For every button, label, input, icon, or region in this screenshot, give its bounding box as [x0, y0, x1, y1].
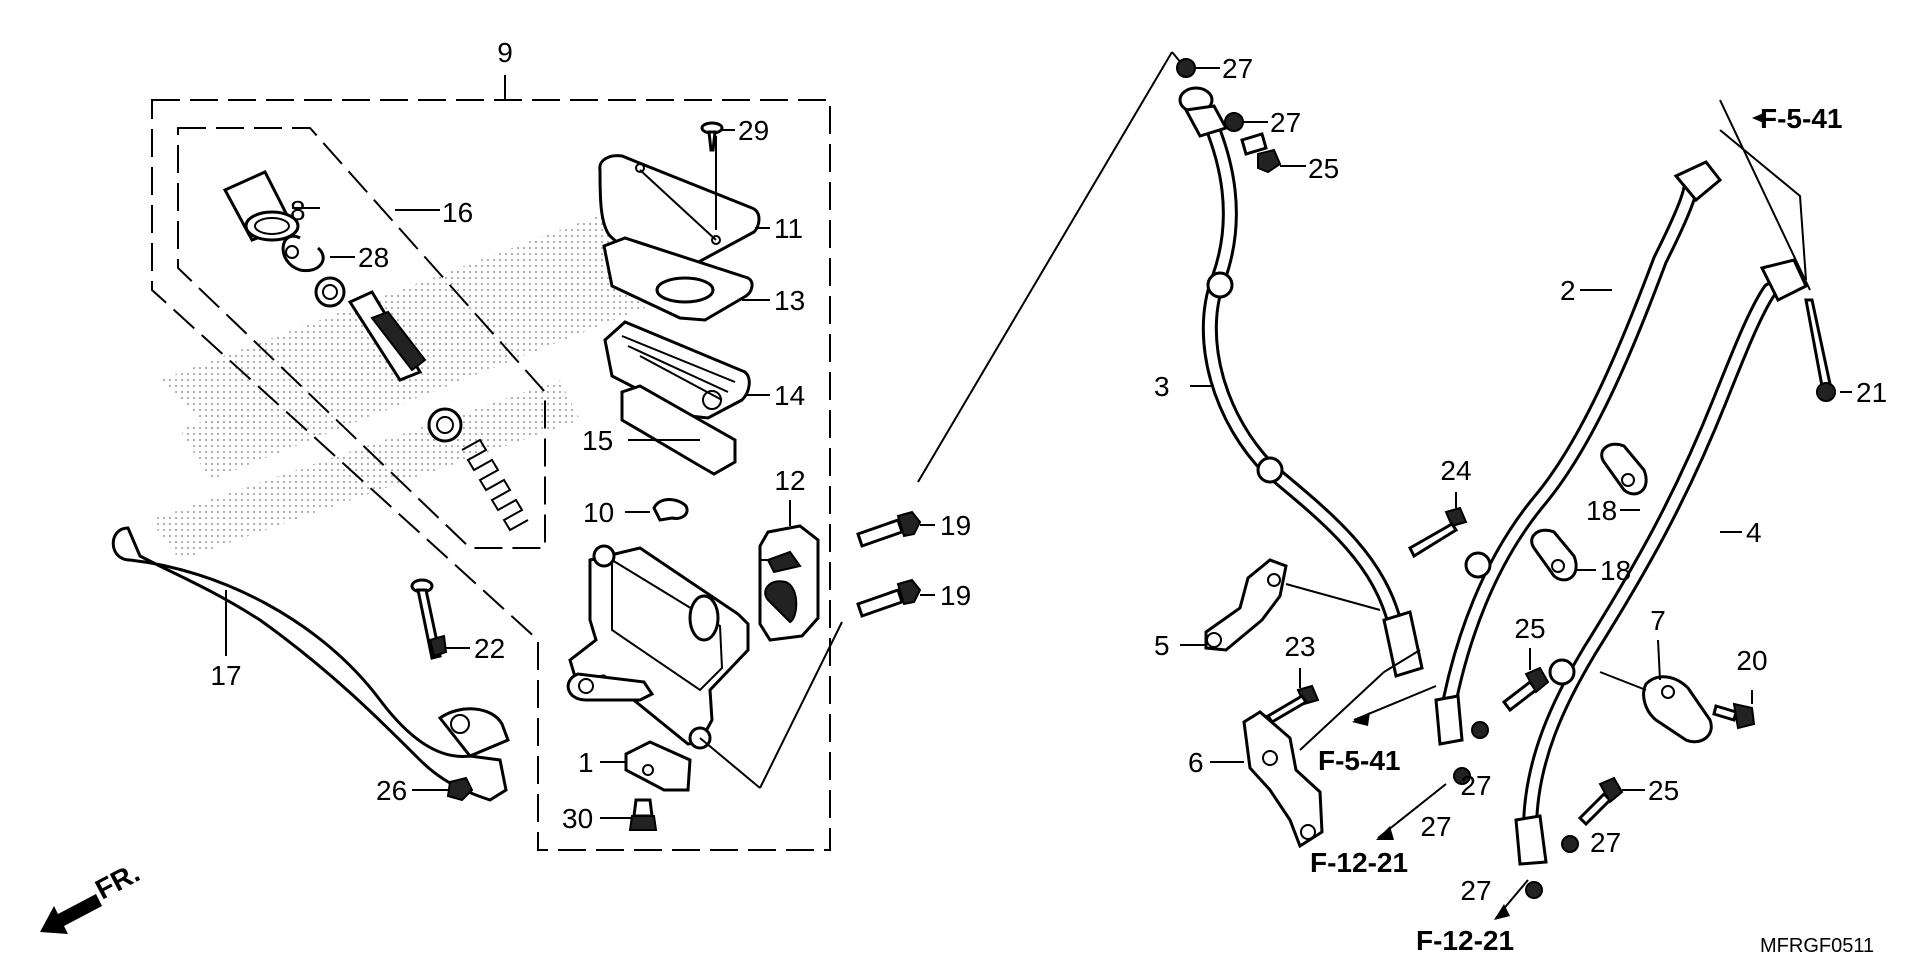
front-direction-arrow — [40, 894, 102, 934]
callout-labels: 9 27 27 25 29 8 16 28 11 13 14 15 12 10 … — [210, 37, 1887, 906]
bolt-part-25-middle — [1501, 666, 1550, 713]
bolt-part-25-top — [1240, 132, 1282, 174]
callout-27: 27 — [1590, 827, 1621, 858]
ref-label: F-5-41 — [1760, 103, 1842, 134]
callout-18: 18 — [1600, 555, 1631, 586]
callout-26: 26 — [376, 775, 407, 806]
plate-part-15 — [620, 384, 737, 476]
callout-15: 15 — [582, 425, 613, 456]
callout-24: 24 — [1440, 455, 1471, 486]
piston-set-boundary-16 — [177, 127, 546, 549]
callout-29: 29 — [738, 115, 769, 146]
circlip-part-28 — [281, 234, 325, 273]
callout-3: 3 — [1154, 371, 1170, 402]
ref-label: F-12-21 — [1416, 925, 1514, 956]
bolt-part-19-upper — [856, 510, 922, 548]
bolt-part-21 — [1804, 298, 1836, 402]
callout-12: 12 — [774, 465, 805, 496]
callout-10: 10 — [583, 497, 614, 528]
callout-27: 27 — [1270, 107, 1301, 138]
screw-part-30 — [628, 798, 658, 831]
ref-label: F-5-41 — [1318, 745, 1400, 776]
callout-23: 23 — [1284, 631, 1315, 662]
master-cylinder-group — [111, 75, 935, 851]
callout-9: 9 — [497, 37, 513, 68]
bolt-part-20 — [1712, 702, 1756, 730]
callout-22: 22 — [474, 633, 505, 664]
spring-part — [461, 438, 529, 532]
pivot-bolt-part-22 — [410, 578, 448, 660]
callout-18: 18 — [1586, 495, 1617, 526]
clip-part-10 — [652, 498, 689, 522]
holder-part-12 — [758, 524, 820, 642]
clamp-part-18-upper — [1600, 442, 1648, 496]
assembly-boundary-9 — [151, 99, 831, 851]
diaphragm-part-14 — [603, 320, 751, 420]
clamp-part-18-lower — [1530, 528, 1578, 582]
callout-1: 1 — [578, 747, 594, 778]
callout-19: 19 — [940, 580, 971, 611]
bracket-part-5 — [1204, 558, 1288, 652]
ref-arrow-top — [1719, 99, 1811, 291]
callout-7: 7 — [1650, 605, 1666, 636]
callout-21: 21 — [1856, 377, 1887, 408]
hose-fitting-top — [1178, 86, 1424, 678]
callout-6: 6 — [1188, 747, 1204, 778]
callout-16: 16 — [442, 197, 473, 228]
front-direction-label: FR. — [90, 857, 144, 906]
callout-19: 19 — [940, 510, 971, 541]
callout-14: 14 — [774, 380, 805, 411]
callout-2: 2 — [1560, 275, 1576, 306]
callout-27: 27 — [1420, 811, 1451, 842]
callout-30: 30 — [562, 803, 593, 834]
callout-28: 28 — [358, 242, 389, 273]
bolt-part-24 — [1408, 506, 1468, 559]
callout-27: 27 — [1460, 770, 1491, 801]
piston-part — [314, 276, 463, 443]
master-cylinder-body — [566, 544, 750, 750]
callout-25: 25 — [1308, 153, 1339, 184]
brake-lever-part-17 — [111, 526, 510, 802]
callout-8: 8 — [290, 195, 306, 226]
clamp-part-7 — [1642, 675, 1713, 744]
callout-25: 25 — [1514, 613, 1545, 644]
callout-17: 17 — [210, 660, 241, 691]
callout-20: 20 — [1736, 645, 1767, 676]
diagram-code: MFRGF0511 — [1760, 935, 1874, 957]
brake-hose-group — [1176, 58, 1852, 920]
bolt-part-23 — [1265, 684, 1320, 725]
callout-13: 13 — [774, 285, 805, 316]
callout-4: 4 — [1746, 517, 1762, 548]
reference-labels: F-5-41 F-5-41 F-12-21 F-12-21 — [1310, 103, 1842, 956]
switch-part-1 — [624, 740, 692, 792]
nut-part-26 — [446, 776, 474, 802]
boot-part-8 — [222, 170, 300, 242]
bracket-part-6 — [1242, 710, 1324, 849]
bolt-part-19-lower — [856, 578, 922, 618]
screw-part-29 — [700, 121, 724, 152]
callout-11: 11 — [774, 213, 803, 244]
plate-part-13 — [602, 236, 754, 322]
ref-label: F-12-21 — [1310, 847, 1408, 878]
callout-27: 27 — [1222, 53, 1253, 84]
callout-25: 25 — [1648, 775, 1679, 806]
callout-5: 5 — [1154, 630, 1170, 661]
callout-27: 27 — [1460, 875, 1491, 906]
bolt-part-25-lower — [1577, 776, 1624, 827]
